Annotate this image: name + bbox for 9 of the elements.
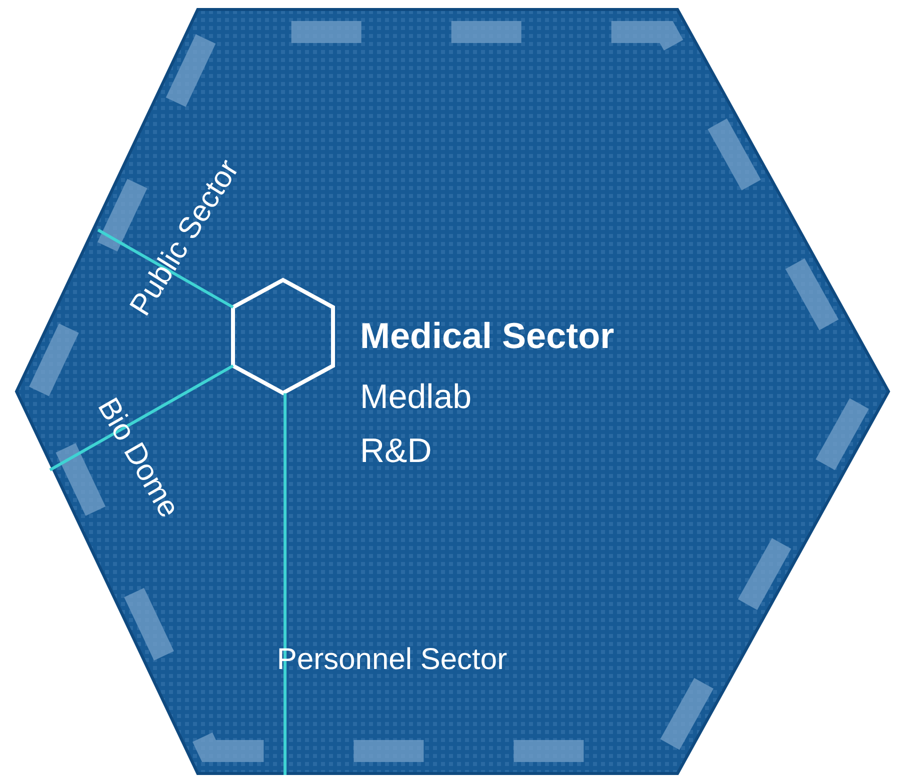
connector-line (284, 393, 287, 775)
connector-line (49, 364, 234, 472)
room-hexagon (231, 278, 335, 395)
sector-title: Medical Sector (360, 318, 614, 354)
edge-label: Personnel Sector (276, 645, 508, 675)
room-name: R&D (360, 434, 432, 468)
room-name: Medlab (360, 380, 472, 414)
sector-map-hexagon (15, 8, 890, 775)
connector-line (97, 228, 234, 309)
